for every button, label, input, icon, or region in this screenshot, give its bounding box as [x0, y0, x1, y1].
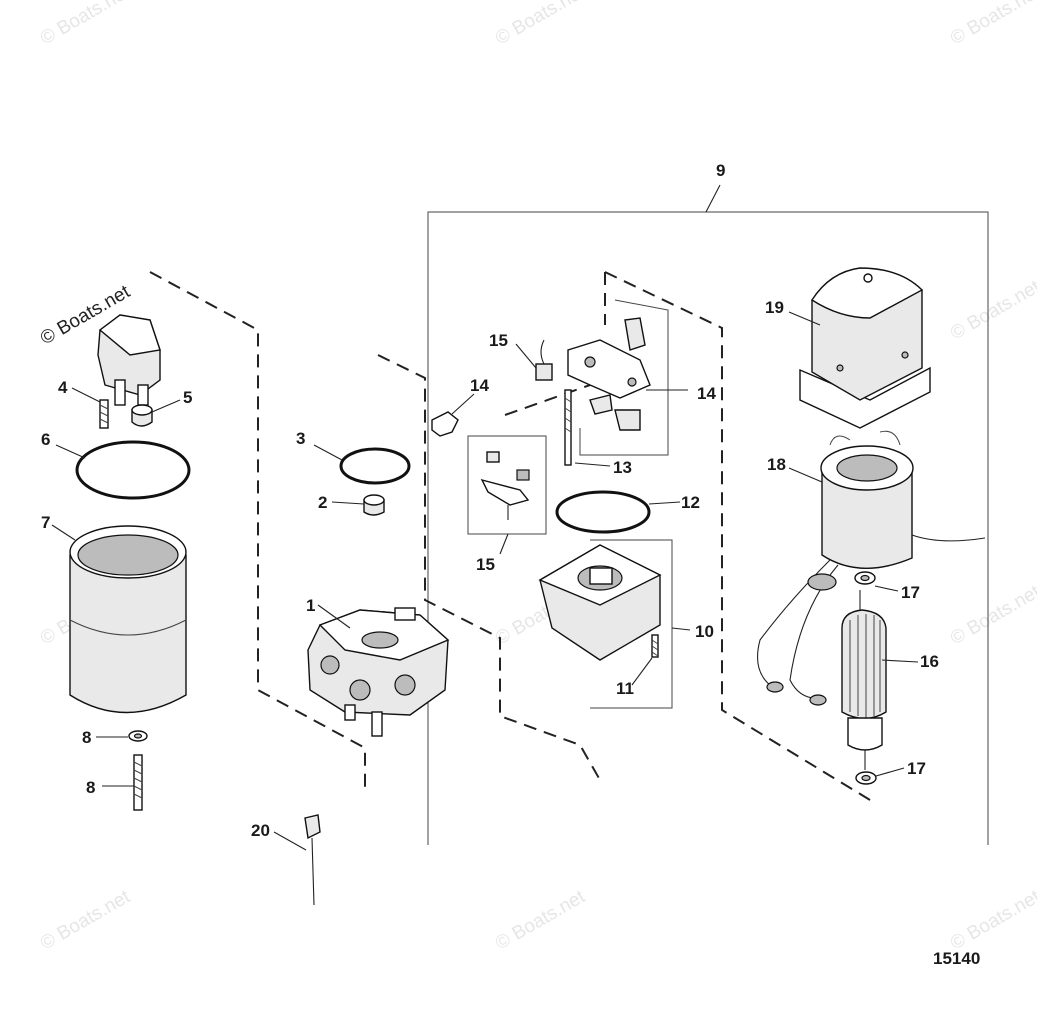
drawing-number: 15140	[933, 949, 980, 968]
armature-part	[841, 590, 887, 770]
o-ring-part	[555, 490, 651, 534]
callout-4: 4	[58, 378, 68, 397]
watermark: © Boats.net	[947, 276, 1037, 344]
bolt-part	[99, 399, 109, 429]
callout-19: 19	[765, 298, 784, 317]
o-ring-part	[339, 447, 411, 485]
screw-part	[651, 634, 659, 658]
callout-14: 14	[470, 376, 489, 395]
watermark: © Boats.net	[492, 886, 589, 954]
dashed-outlines	[149, 271, 871, 801]
watermark: © Boats.net	[947, 0, 1037, 49]
screw-part	[133, 754, 143, 811]
brush-kit-part	[467, 435, 547, 535]
callout-18: 18	[767, 455, 786, 474]
clip-part	[431, 411, 459, 437]
o-ring-part	[75, 440, 191, 500]
dipstick-part	[304, 814, 321, 906]
washer-part	[855, 771, 877, 785]
watermark: © Boats.net	[37, 886, 134, 954]
reservoir-part	[69, 525, 187, 714]
motor-assembly-bracket	[427, 184, 989, 845]
pump-body-part	[307, 607, 450, 737]
callout-17: 17	[907, 759, 926, 778]
callout-2: 2	[318, 493, 327, 512]
callout-11: 11	[616, 679, 634, 698]
watermark: © Boats.net	[947, 886, 1037, 954]
valve-part	[97, 314, 161, 406]
motor-cover-part	[799, 267, 931, 429]
callout-8: 8	[82, 728, 91, 747]
coupler-part	[363, 494, 385, 516]
callout-15: 15	[489, 331, 508, 350]
washer-part	[854, 571, 876, 585]
callout-9: 9	[716, 161, 725, 180]
long-screw-part	[564, 389, 572, 466]
callout-5: 5	[183, 388, 192, 407]
callout-16: 16	[920, 652, 939, 671]
brush-part	[535, 339, 553, 381]
watermark: © Boats.net	[947, 581, 1037, 649]
watermark: © Boats.net	[37, 0, 134, 49]
fitting-part	[131, 404, 153, 427]
brush-holder-part	[567, 317, 651, 431]
callout-12: 12	[681, 493, 700, 512]
callout-8: 8	[86, 778, 95, 797]
callout-20: 20	[251, 821, 270, 840]
callouts: 1 2 3 4 5 6 7 8 8 9 10 11 12 13 14 14 15…	[41, 161, 939, 840]
callout-10: 10	[695, 622, 714, 641]
callout-13: 13	[613, 458, 632, 477]
end-cap-part	[538, 544, 662, 661]
washer-part	[128, 730, 148, 742]
callout-3: 3	[296, 429, 305, 448]
callout-6: 6	[41, 430, 50, 449]
callout-15: 15	[476, 555, 495, 574]
field-frame-part	[757, 430, 986, 706]
callout-1: 1	[306, 596, 315, 615]
callout-17: 17	[901, 583, 920, 602]
callout-14: 14	[697, 384, 716, 403]
end-cap-bracket	[590, 539, 673, 709]
watermark: © Boats.net	[492, 0, 589, 49]
leader-lines	[51, 311, 919, 851]
callout-7: 7	[41, 513, 50, 532]
brush-holder-bracket	[579, 299, 669, 456]
